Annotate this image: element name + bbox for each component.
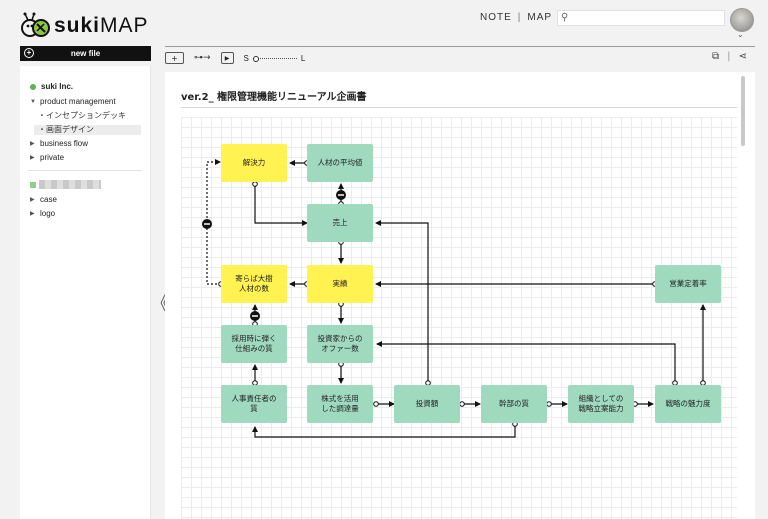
bee-logo-icon	[21, 12, 50, 37]
node-jinji[interactable]: 人事責任者の 質	[221, 385, 287, 423]
redacted-label	[39, 180, 101, 189]
sidebar-item-business-flow[interactable]: ▶ business flow	[30, 139, 89, 148]
minus-marker-icon	[336, 190, 346, 200]
node-eigyo[interactable]: 営業定着率	[655, 265, 721, 303]
edge-origin	[252, 181, 258, 187]
sidebar: suki Inc. ▼ product management ・インセプションデ…	[20, 66, 151, 519]
sidebar-item-private[interactable]: ▶ private	[30, 153, 65, 162]
share-icon[interactable]: ⋖	[738, 51, 747, 62]
node-uriage[interactable]: 売上	[307, 204, 373, 242]
toolbar-divider	[165, 46, 755, 47]
avatar[interactable]	[730, 8, 754, 32]
edge	[252, 424, 516, 438]
map-canvas[interactable]: ver.2_ 権限管理機能リニューアル企画書	[165, 72, 755, 519]
chevron-down-icon[interactable]: ⌄	[737, 30, 744, 39]
toolbar-separator: |	[727, 51, 731, 62]
toolbar-right: ⧉ | ⋖	[712, 51, 747, 62]
sidebar-subitem-screen-design[interactable]: ・画面デザイン	[34, 125, 141, 135]
connect-arrow-icon[interactable]: ⊶→	[194, 53, 211, 63]
triangle-right-icon: ▶	[30, 211, 35, 217]
minus-marker-icon	[250, 311, 260, 321]
page-title: ver.2_ 権限管理機能リニューアル企画書	[181, 92, 367, 103]
zoom-knob[interactable]	[252, 55, 259, 62]
node-saiyo[interactable]: 採用時に弾く 仕組みの質	[221, 325, 287, 363]
new-file-button[interactable]: + new file	[20, 46, 151, 61]
triangle-down-icon: ▼	[30, 98, 36, 105]
node-kanbu[interactable]: 幹部の質	[481, 385, 547, 423]
node-kabushiki[interactable]: 株式を活用 した調達量	[307, 385, 373, 423]
edge-origin	[373, 401, 379, 407]
edge-origin	[459, 401, 465, 407]
triangle-right-icon: ▶	[30, 141, 35, 147]
vertical-scrollbar[interactable]	[741, 76, 745, 146]
node-toushi[interactable]: 投資額	[394, 385, 460, 423]
toolbar: + ⊶→ ▶ S L	[165, 50, 305, 66]
plus-icon: +	[171, 53, 178, 63]
node-yoraba[interactable]: 寄らば大樹 人材の数	[221, 265, 287, 303]
edge	[254, 184, 308, 226]
node-senryaku[interactable]: 戦略の魅力度	[655, 385, 721, 423]
play-icon: ▶	[224, 54, 230, 62]
plus-icon: +	[24, 48, 34, 58]
collapse-sidebar-icon[interactable]: 《	[151, 294, 169, 315]
app-logo[interactable]: sukiMAP	[20, 10, 149, 42]
edge	[375, 220, 429, 383]
sidebar-item-blurred[interactable]	[30, 180, 101, 189]
zoom-slider[interactable]: S L	[243, 53, 306, 63]
nav-map[interactable]: MAP	[527, 12, 553, 23]
sidebar-item-logo[interactable]: ▶ logo	[30, 209, 56, 218]
external-link-icon[interactable]: ⧉	[712, 51, 720, 62]
minus-marker-icon	[202, 219, 212, 229]
sidebar-divider	[28, 170, 142, 171]
edges-layer	[202, 159, 706, 438]
zoom-track[interactable]	[252, 55, 297, 62]
logo-text: sukiMAP	[54, 14, 149, 37]
square-icon	[30, 181, 36, 188]
edge-origin	[546, 401, 552, 407]
play-button[interactable]: ▶	[220, 52, 234, 64]
sidebar-item-case[interactable]: ▶ case	[30, 195, 57, 204]
search-icon: ⚲	[561, 12, 569, 23]
triangle-right-icon: ▶	[30, 155, 35, 161]
grid-background	[181, 117, 737, 519]
add-node-button[interactable]: +	[165, 52, 184, 64]
title-divider	[181, 107, 737, 108]
edge	[376, 341, 676, 383]
node-jisseki[interactable]: 実績	[307, 265, 373, 303]
status-dot-icon	[30, 83, 36, 90]
search-input[interactable]: ⚲	[557, 10, 725, 26]
sidebar-org[interactable]: suki Inc.	[30, 82, 73, 91]
top-nav: NOTE | MAP	[480, 12, 552, 23]
node-kaiketsu[interactable]: 解決力	[221, 144, 287, 182]
node-offer[interactable]: 投資家からの オファー数	[307, 325, 373, 363]
nav-note[interactable]: NOTE	[480, 12, 512, 23]
triangle-right-icon: ▶	[30, 197, 35, 203]
node-soshiki[interactable]: 組織としての 戦略立案能力	[568, 385, 634, 423]
sidebar-item-product-management[interactable]: ▼ product management	[30, 97, 116, 106]
sidebar-subitem-inception-deck[interactable]: ・インセプションデッキ	[38, 111, 126, 120]
node-heikin[interactable]: 人材の平均値	[307, 144, 373, 182]
nav-separator: |	[517, 12, 522, 23]
